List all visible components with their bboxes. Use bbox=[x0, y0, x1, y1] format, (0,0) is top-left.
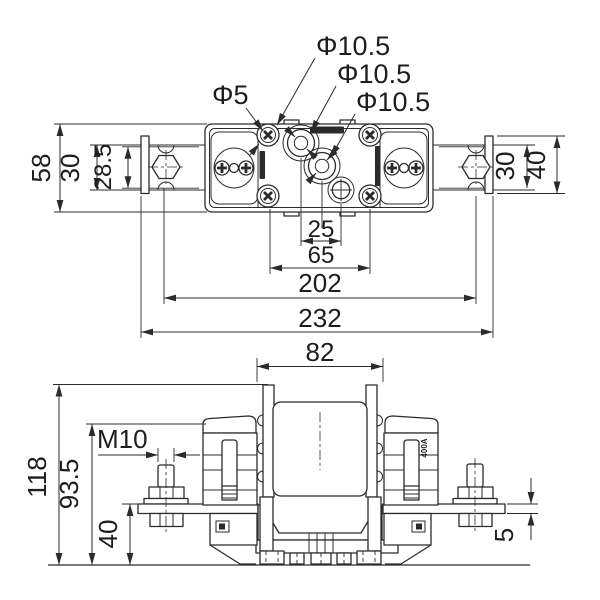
right-bracket-foot bbox=[356, 550, 382, 565]
dim-232: 232 bbox=[298, 303, 341, 333]
marking-left bbox=[259, 151, 265, 179]
label-phi105-top: Φ10.5 bbox=[316, 31, 390, 61]
marking-400a: 400A bbox=[420, 438, 429, 457]
left-clamp-cap bbox=[202, 415, 257, 434]
dim-25: 25 bbox=[308, 216, 335, 243]
corner-screw bbox=[358, 123, 382, 147]
left-clamp-tower bbox=[202, 415, 258, 565]
label-phi5: Φ5 bbox=[212, 80, 249, 110]
right-bracket bbox=[433, 135, 565, 195]
dim-28-5: 28.5 bbox=[90, 144, 117, 191]
top-view-dimensions: 58 30 28.5 30 40 25 65 202 bbox=[26, 123, 561, 338]
right-clamp-tower: 400A bbox=[383, 415, 439, 565]
hole-callouts: Φ5 Φ10.5 Φ10.5 Φ10.5 bbox=[212, 31, 430, 185]
left-nut-upper bbox=[148, 486, 185, 500]
left-terminal bbox=[137, 459, 259, 533]
top-view: 58 30 28.5 30 40 25 65 202 bbox=[26, 31, 565, 338]
dim-30-right: 30 bbox=[490, 152, 520, 181]
left-nut-lower bbox=[149, 512, 184, 528]
dim-30-left: 30 bbox=[55, 154, 85, 183]
fuse-body bbox=[272, 401, 368, 497]
front-view-dimensions: 82 118 93.5 40 M10 5 bbox=[22, 337, 538, 565]
dim-82: 82 bbox=[306, 337, 335, 367]
corner-screws bbox=[256, 123, 382, 208]
right-terminal bbox=[382, 458, 506, 532]
right-contact-screws bbox=[384, 160, 424, 176]
marking-top bbox=[310, 126, 344, 134]
corner-screw bbox=[256, 184, 280, 208]
dim-58: 58 bbox=[26, 154, 56, 183]
dim-65: 65 bbox=[308, 242, 335, 269]
fuse-base-body bbox=[204, 119, 434, 217]
dim-93-5: 93.5 bbox=[54, 459, 84, 510]
front-view: 400A 82 118 93.5 40 M10 bbox=[22, 337, 538, 566]
left-contact-screws bbox=[214, 160, 254, 176]
left-clamp-blade bbox=[221, 439, 238, 491]
left-bracket-foot bbox=[259, 550, 285, 565]
dim-202: 202 bbox=[298, 268, 341, 298]
right-nut-lower bbox=[458, 512, 493, 528]
dim-5: 5 bbox=[489, 528, 519, 542]
right-clamp-blade bbox=[403, 439, 420, 491]
right-terminal-plate bbox=[382, 503, 506, 515]
bracket-legs bbox=[259, 496, 382, 565]
dim-m10: M10 bbox=[97, 424, 148, 454]
dim-40-right: 40 bbox=[521, 151, 551, 180]
marking-right bbox=[375, 146, 381, 186]
label-phi105-mid: Φ10.5 bbox=[337, 59, 411, 89]
right-clamp-cap bbox=[384, 415, 439, 434]
label-phi105-bottom: Φ10.5 bbox=[356, 87, 430, 117]
left-contact-panel bbox=[210, 131, 259, 205]
dim-118: 118 bbox=[22, 456, 52, 497]
left-bracket-end-plate bbox=[140, 135, 150, 195]
dim-40-front: 40 bbox=[93, 520, 123, 549]
right-nut-upper bbox=[457, 486, 494, 500]
corner-screw bbox=[358, 184, 382, 208]
left-bracket bbox=[90, 135, 205, 195]
